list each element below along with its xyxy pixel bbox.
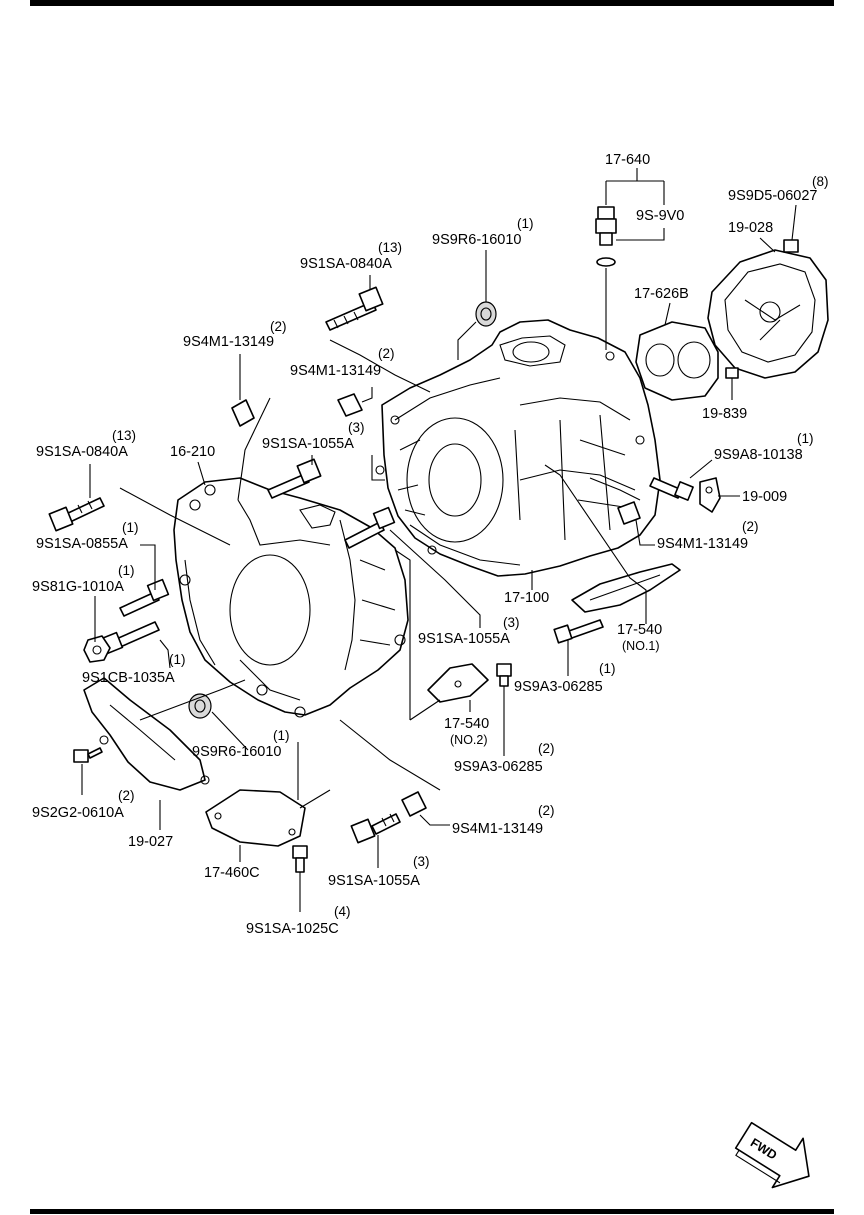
dowel-pin-middle[interactable] xyxy=(337,393,363,417)
bolt-9S1SA-0840A-top[interactable] xyxy=(325,286,384,331)
callout-part: 9S1SA-1055A xyxy=(418,631,510,647)
callout-part: 17-460C xyxy=(204,865,260,881)
callout-qty: (1) xyxy=(169,652,186,667)
callout-qty: (1) xyxy=(599,661,616,676)
bolt-19-839[interactable] xyxy=(725,367,739,379)
gasket[interactable] xyxy=(635,321,719,401)
callout-part: 17-540 xyxy=(444,716,489,732)
callout-qty: (2) xyxy=(378,346,395,361)
bolt-9S1SA-1055A-upper[interactable] xyxy=(267,458,322,499)
callout-part: 9S9A8-10138 xyxy=(714,447,803,463)
under-cover-plate[interactable] xyxy=(205,789,306,847)
callout-part: 9S1SA-1055A xyxy=(328,873,420,889)
callout-qty: (1) xyxy=(118,563,135,578)
callout-part: 9S1CB-1035A xyxy=(82,670,175,686)
transmission-case-rear[interactable] xyxy=(375,319,661,577)
callout-part: 9S9R6-16010 xyxy=(432,232,522,248)
callout-part: 9S4M1-13149 xyxy=(290,363,381,379)
speed-sensor[interactable] xyxy=(595,206,617,267)
callout-qty: (4) xyxy=(334,904,351,919)
callout-qty: (2) xyxy=(742,519,759,534)
callout-qty: (1) xyxy=(517,216,534,231)
bolt-9S9A3-06285-right[interactable] xyxy=(553,619,604,644)
callout-part: 9S4M1-13149 xyxy=(657,536,748,552)
bolt-9S1SA-1055A-lower[interactable] xyxy=(350,813,401,844)
bolt-9S1SA-1025C[interactable] xyxy=(292,845,308,873)
bolt-9S9A3-06285-center[interactable] xyxy=(496,663,512,687)
callout-part: 9S9R6-16010 xyxy=(192,744,282,760)
dowel-pin-right[interactable] xyxy=(617,501,641,525)
callout-qty: (13) xyxy=(112,428,136,443)
callout-part: 19-009 xyxy=(742,489,787,505)
bolt-9S1SA-0855A[interactable] xyxy=(119,578,170,617)
nut-9S81G-1010A[interactable] xyxy=(83,635,111,663)
callout-part: 9S1SA-0855A xyxy=(36,536,128,552)
dust-cover[interactable] xyxy=(83,677,210,791)
callout-part: 9S9A3-06285 xyxy=(454,759,543,775)
top-rule xyxy=(30,0,834,6)
bottom-rule xyxy=(30,1209,834,1214)
bracket-19-009[interactable] xyxy=(699,477,721,513)
callout-part: 9S81G-1010A xyxy=(32,579,124,595)
bolt-9S1SA-1055A-middle[interactable] xyxy=(344,506,396,549)
callout-labels: 17-640 9S-9V0 (8) 9S9D5-06027 19-028 (1)… xyxy=(32,152,829,937)
dowel-pin-lower[interactable] xyxy=(401,791,427,817)
callout-part: 19-028 xyxy=(728,220,773,236)
leader-lines xyxy=(81,168,797,912)
callout-part: 17-540 xyxy=(617,622,662,638)
callout-part: 9S1SA-1025C xyxy=(246,921,339,937)
callout-qty: (2) xyxy=(538,803,555,818)
baffle-plate-no2[interactable] xyxy=(427,663,489,703)
bolt-9S2G2-0610A[interactable] xyxy=(73,747,103,763)
callout-part: 9S4M1-13149 xyxy=(452,821,543,837)
bolt-9S1SA-0840A-left[interactable] xyxy=(48,497,105,532)
callout-note: (NO.2) xyxy=(450,733,488,747)
callout-part: 16-210 xyxy=(170,444,215,460)
callout-part: 9S1SA-0840A xyxy=(300,256,392,272)
callout-part: 9S9D5-06027 xyxy=(728,188,818,204)
callout-qty: (1) xyxy=(797,431,814,446)
callout-part: 17-640 xyxy=(605,152,650,168)
callout-part: 9S2G2-0610A xyxy=(32,805,124,821)
callout-part: 17-626B xyxy=(634,286,689,302)
callout-qty: (1) xyxy=(273,728,290,743)
callout-part: 19-027 xyxy=(128,834,173,850)
callout-qty: (3) xyxy=(413,854,430,869)
callout-qty: (8) xyxy=(812,174,829,189)
callout-qty: (13) xyxy=(378,240,402,255)
callout-part: 9S1SA-1055A xyxy=(262,436,354,452)
callout-note: (NO.1) xyxy=(622,639,660,653)
oil-seal-upper[interactable] xyxy=(475,301,497,327)
callout-part: 17-100 xyxy=(504,590,549,606)
callout-qty: (3) xyxy=(503,615,520,630)
bolt-9S9A8-10138[interactable] xyxy=(649,477,694,501)
dowel-pin-upper-left[interactable] xyxy=(231,399,255,427)
callout-part: 19-839 xyxy=(702,406,747,422)
callout-part: 9S1SA-0840A xyxy=(36,444,128,460)
callout-qty: (3) xyxy=(348,420,365,435)
forward-direction-arrow: FWD xyxy=(734,1121,810,1189)
callout-part: 9S-9V0 xyxy=(636,208,684,224)
callout-qty: (1) xyxy=(122,520,139,535)
baffle-plate-no1[interactable] xyxy=(571,563,681,613)
callout-qty: (2) xyxy=(538,741,555,756)
callout-qty: (2) xyxy=(270,319,287,334)
callout-part: 9S4M1-13149 xyxy=(183,334,274,350)
callout-part: 9S9A3-06285 xyxy=(514,679,603,695)
bolt-9S9D5-06027[interactable] xyxy=(783,239,799,253)
end-cover[interactable] xyxy=(707,249,829,379)
callout-qty: (2) xyxy=(118,788,135,803)
